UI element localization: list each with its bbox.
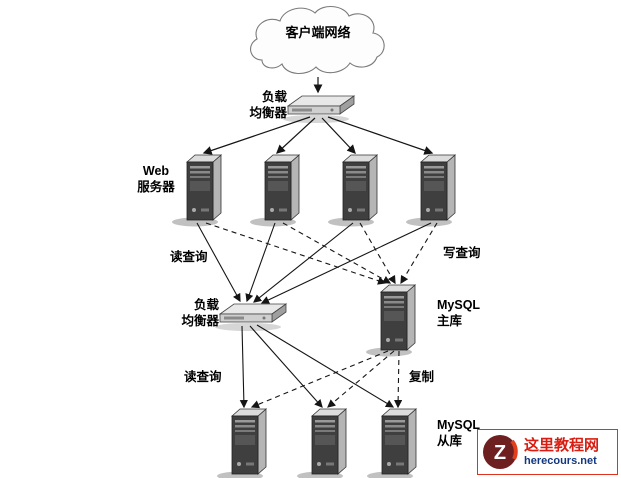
replication-label: 复制: [409, 370, 435, 384]
load-balancer-top-label-line2: 均衡器: [249, 106, 287, 121]
web-server-4: [405, 154, 456, 227]
web-servers-label: Web 服务器: [132, 163, 180, 196]
site-watermark: Z 这里教程网 herecours.net: [477, 429, 618, 475]
site-url[interactable]: herecours.net: [524, 454, 597, 467]
load-balancer-top-label-line1: 负载: [261, 90, 287, 104]
web-server-2: [249, 154, 300, 227]
load-balancer-top-label: 负载 均衡器: [249, 89, 287, 122]
arrows-webservers-to-master-write: [205, 222, 438, 285]
site-name: 这里教程网: [524, 437, 600, 455]
arrows-lb1-to-webservers: [202, 116, 434, 155]
mysql-master-label: MySQL 主库: [437, 297, 480, 330]
load-balancer-top: [282, 95, 355, 124]
mysql-master-label-line2: 主库: [437, 314, 463, 329]
arrows-lb2-to-slaves-read: [239, 324, 395, 409]
web-servers-label-line1: Web: [142, 164, 170, 178]
cloud-label: 客户端网络: [285, 25, 351, 40]
load-balancer-bottom-label: 负载 均衡器: [181, 297, 219, 330]
mysql-slaves-label-line1: MySQL: [437, 418, 481, 432]
read-query-mid-label: 读查询: [170, 250, 208, 264]
load-balancer-bottom-label-line1: 负载: [193, 298, 219, 312]
write-query-label: 写查询: [443, 246, 481, 260]
arrows-webservers-to-lb2-read: [196, 222, 432, 304]
arrows-master-to-slaves-replication: [250, 350, 403, 409]
mysql-slave-1: [216, 408, 267, 478]
site-logo-letter: Z: [494, 442, 506, 464]
mysql-master-server: [365, 284, 416, 357]
mysql-slaves-label-line2: 从库: [437, 434, 463, 449]
mysql-slave-3: [366, 408, 417, 478]
mysql-slave-2: [296, 408, 347, 478]
client-network-cloud: [250, 6, 385, 74]
load-balancer-bottom-label-line2: 均衡器: [181, 314, 219, 329]
site-logo-icon: Z: [483, 435, 518, 469]
web-server-3: [327, 154, 378, 227]
mysql-slaves-label: MySQL 从库: [437, 417, 480, 450]
web-servers-label-line2: 服务器: [137, 180, 175, 195]
read-query-bottom-label: 读查询: [184, 370, 222, 384]
mysql-master-label-line1: MySQL: [437, 298, 481, 312]
